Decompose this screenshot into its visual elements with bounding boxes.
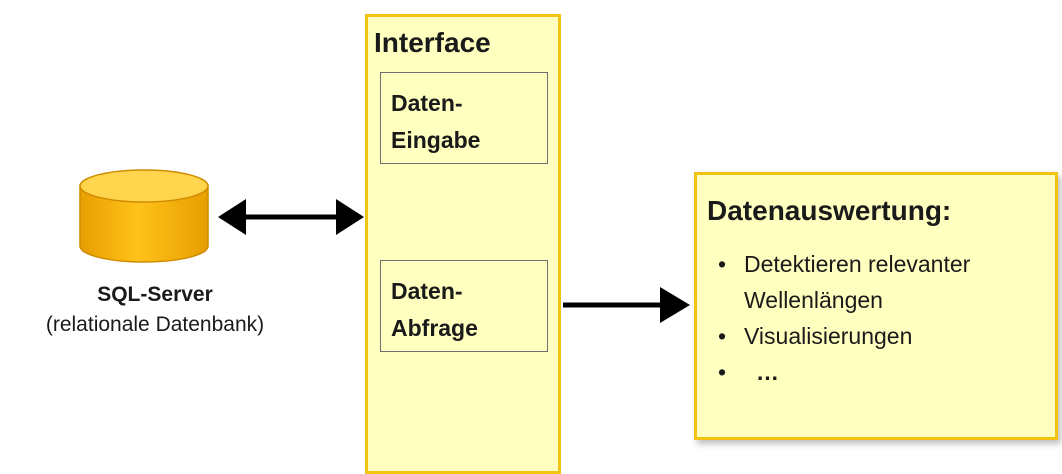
output-arrow — [563, 287, 690, 323]
data-input-box: Daten- Eingabe — [380, 72, 548, 164]
evaluation-list: • Detektieren relevanter Wellenlängen • … — [718, 246, 970, 390]
list-item: • Detektieren relevanter Wellenlängen — [718, 246, 970, 318]
bullet-icon: • — [718, 251, 727, 277]
bullet-icon: • — [718, 323, 727, 349]
data-input-line2: Eingabe — [391, 127, 481, 153]
evaluation-title: Datenauswertung: — [707, 195, 952, 226]
list-item: • … — [718, 354, 970, 390]
diagram-graphics — [79, 169, 690, 323]
database-subtitle: (relationale Datenbank) — [45, 313, 265, 336]
database-title: SQL-Server — [97, 283, 213, 306]
database-cylinder-icon — [79, 169, 209, 263]
data-query-line2: Abfrage — [391, 315, 478, 341]
data-input-line1: Daten- — [391, 90, 463, 116]
list-item-line: Detektieren relevanter — [744, 251, 971, 277]
data-query-line1: Daten- — [391, 278, 463, 304]
bullet-icon: • — [718, 359, 727, 385]
database-label: SQL-Server (relationale Datenbank) — [0, 280, 310, 340]
evaluation-panel — [694, 172, 1058, 440]
bidirectional-arrow — [218, 199, 364, 235]
interface-title: Interface — [374, 27, 491, 58]
list-item-line: Visualisierungen — [744, 323, 913, 349]
list-item-line: Wellenlängen — [744, 287, 883, 313]
data-query-box: Daten- Abfrage — [380, 260, 548, 352]
list-item-line: … — [756, 359, 779, 385]
list-item: • Visualisierungen — [718, 318, 970, 354]
